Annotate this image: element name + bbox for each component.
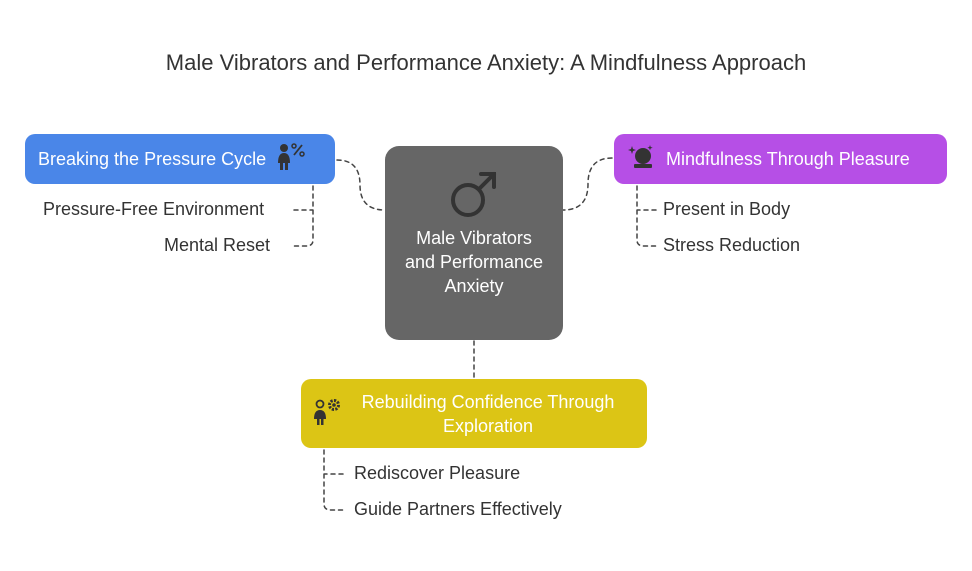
connector-rebuilding-items bbox=[323, 449, 344, 511]
item-rediscover-pleasure: Rediscover Pleasure bbox=[354, 463, 521, 483]
person-percent-icon bbox=[274, 141, 306, 178]
connector-mindfulness bbox=[562, 157, 613, 211]
item-stress-reduction: Stress Reduction bbox=[663, 235, 801, 255]
item-mental-reset: Mental Reset bbox=[164, 235, 271, 255]
item-pressure-free-environment: Pressure-Free Environment bbox=[43, 199, 265, 219]
central-topic-node: Male Vibrators and Performance Anxiety bbox=[385, 146, 563, 340]
person-gears-icon bbox=[311, 395, 343, 432]
diagram-title: Male Vibrators and Performance Anxiety: … bbox=[165, 50, 807, 75]
branch-rebuilding-confidence: Rebuilding Confidence Through Exploratio… bbox=[301, 379, 647, 448]
branch-mindfulness-through-pleasure: Mindfulness Through Pleasure bbox=[614, 134, 947, 184]
branch-breaking-label: Breaking the Pressure Cycle bbox=[38, 148, 267, 169]
central-topic-label: Male Vibrators and Performance Anxiety bbox=[404, 228, 544, 296]
connector-breaking-items bbox=[293, 185, 314, 247]
item-guide-partners-effectively: Guide Partners Effectively bbox=[354, 499, 562, 519]
branch-breaking-pressure-cycle: Breaking the Pressure Cycle bbox=[25, 134, 335, 184]
connector-mindfulness-items bbox=[636, 185, 657, 247]
branch-rebuilding-label: Rebuilding Confidence Through Exploratio… bbox=[361, 391, 615, 436]
branch-mindfulness-label: Mindfulness Through Pleasure bbox=[666, 148, 910, 169]
item-present-in-body: Present in Body bbox=[663, 199, 791, 219]
male-symbol-icon bbox=[451, 172, 496, 217]
crystal-ball-icon bbox=[626, 141, 658, 178]
connector-breaking bbox=[336, 159, 386, 211]
